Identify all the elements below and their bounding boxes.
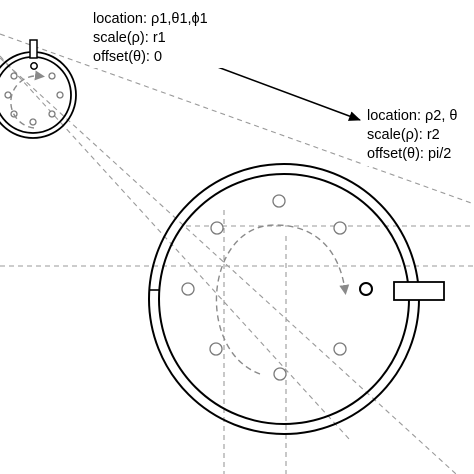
large-hole [181,282,195,296]
large-hole [209,342,223,356]
small-rotation-arrow [10,70,45,129]
small-wheel [0,39,77,139]
large-hole [333,342,347,356]
large-wheel-inner-ring [158,173,410,425]
small-scale-label: scale(ρ): r1 [93,30,166,46]
large-offset-label: offset(θ): pi/2 [367,146,451,162]
large-wheel-annotation: location: ρ2, θ scale(ρ): r2 offset(θ): … [364,102,474,166]
small-hole [48,72,56,80]
small-wheel-holes [4,72,64,126]
small-hole [10,72,18,80]
large-wheel [148,163,445,435]
large-hole [273,367,287,381]
small-hole [48,110,56,118]
large-wheel-tab [393,281,445,301]
large-hole [210,221,224,235]
guide-ray-upper [0,33,474,205]
small-hole [56,91,64,99]
large-hole [333,221,347,235]
guide-lines [0,33,474,474]
small-offset-label: offset(θ): 0 [93,49,162,65]
small-wheel-tab [29,39,38,59]
small-annotation-background [90,6,246,68]
small-wheel-annotation: location: ρ1,θ1,ϕ1 scale(ρ): r1 offset(θ… [90,6,246,68]
small-wheel-marker-dot [30,62,38,70]
small-location-label: location: ρ1,θ1,ϕ1 [93,11,208,27]
large-hole [272,194,286,208]
large-rotation-arrow [215,224,350,375]
large-wheel-marker-dot [359,282,373,296]
large-wheel-holes [181,194,347,381]
large-annotation-background [364,102,474,166]
small-hole [29,118,37,126]
guide-ray-middle [0,55,351,441]
large-location-label: location: ρ2, θ [367,108,457,124]
large-scale-label: scale(ρ): r2 [367,127,440,143]
small-hole [4,91,12,99]
